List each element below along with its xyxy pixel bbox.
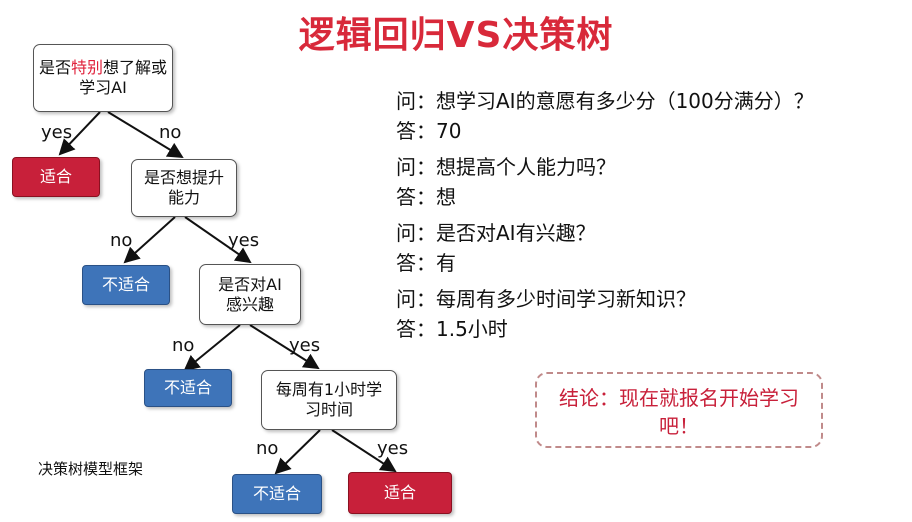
answer: 答：有 bbox=[396, 251, 456, 275]
qa-list: 问：想学习AI的意愿有多少分（100分满分）？ 答：70 问：想提高个人能力吗？… bbox=[396, 86, 906, 350]
node-q4: 每周有1小时学习时间 bbox=[261, 370, 397, 430]
question: 问：想学习AI的意愿有多少分（100分满分）？ bbox=[396, 89, 814, 113]
edge-q2-no bbox=[123, 216, 176, 264]
edge-q3-yes bbox=[249, 324, 320, 370]
leaf-unfit-1: 不适合 bbox=[82, 265, 170, 305]
label-q4-no: no bbox=[256, 438, 279, 459]
answer: 答：想 bbox=[396, 185, 456, 209]
qa-item: 问：每周有多少时间学习新知识？ 答：1.5小时 bbox=[396, 284, 906, 344]
leaf-unfit-3: 不适合 bbox=[232, 474, 322, 514]
node-q2: 是否想提升能力 bbox=[131, 159, 237, 217]
qa-item: 问：是否对AI有兴趣？ 答：有 bbox=[396, 218, 906, 278]
q1-text-highlight: 特别 bbox=[70, 58, 103, 77]
edge-q2-yes bbox=[184, 216, 252, 264]
conclusion-box: 结论：现在就报名开始学习吧！ bbox=[535, 372, 823, 448]
q1-text-before: 是否 bbox=[38, 58, 71, 77]
answer: 答：70 bbox=[396, 119, 462, 143]
leaf-fit-1: 适合 bbox=[12, 157, 100, 197]
node-q1: 是否特别想了解或学习AI bbox=[33, 44, 173, 112]
node-q3: 是否对AI感兴趣 bbox=[199, 264, 301, 325]
edge-q4-no bbox=[274, 429, 321, 475]
page-title: 逻辑回归VS决策树 bbox=[298, 15, 614, 56]
question: 问：想提高个人能力吗？ bbox=[396, 155, 616, 179]
label-q1-yes: yes bbox=[41, 122, 73, 143]
q1-text-after: 想了解或学习AI bbox=[79, 58, 168, 97]
edge-q1-yes bbox=[58, 111, 101, 156]
leaf-unfit-2: 不适合 bbox=[144, 369, 232, 407]
qa-item: 问：想学习AI的意愿有多少分（100分满分）？ 答：70 bbox=[396, 86, 906, 146]
edge-q1-no bbox=[107, 111, 184, 159]
label-q2-yes: yes bbox=[228, 230, 260, 251]
label-q3-yes: yes bbox=[289, 335, 321, 356]
qa-item: 问：想提高个人能力吗？ 答：想 bbox=[396, 152, 906, 212]
label-q4-yes: yes bbox=[377, 438, 409, 459]
leaf-fit-2: 适合 bbox=[348, 472, 452, 514]
question: 问：是否对AI有兴趣？ bbox=[396, 221, 596, 245]
answer: 答：1.5小时 bbox=[396, 317, 508, 341]
question: 问：每周有多少时间学习新知识？ bbox=[396, 287, 696, 311]
label-q2-no: no bbox=[110, 230, 133, 251]
label-q3-no: no bbox=[172, 335, 195, 356]
edge-q4-yes bbox=[331, 429, 397, 473]
tree-caption: 决策树模型框架 bbox=[38, 460, 144, 478]
edge-q3-no bbox=[183, 324, 241, 372]
label-q1-no: no bbox=[159, 122, 182, 143]
